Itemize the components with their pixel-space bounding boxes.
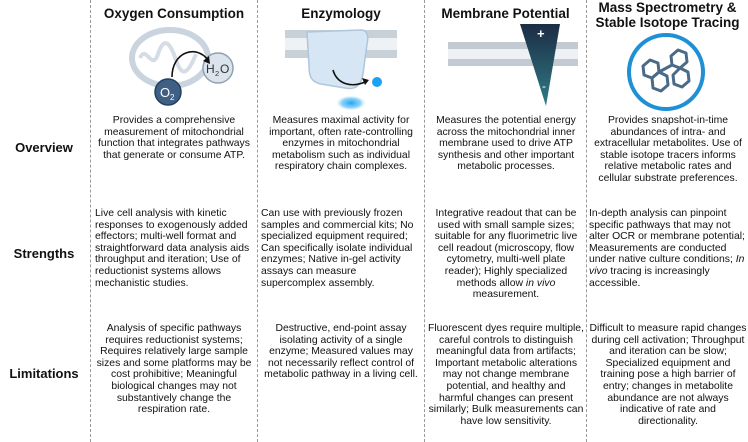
membrane-gradient-icon: + - [448, 24, 578, 106]
column-divider-4 [586, 0, 587, 442]
cell-massspec-strengths: In-depth analysis can pinpoint specific … [589, 208, 747, 289]
cell-membrane-limitations: Fluorescent dyes require multiple, caref… [428, 323, 584, 427]
membrane-strengths-italic: in vivo [525, 277, 556, 289]
plus-sign: + [537, 26, 545, 41]
massspec-strengths-text-a: In-depth analysis can pinpoint specific … [589, 208, 745, 266]
h2o-h: H [206, 62, 215, 76]
mitochondrion-icon: O 2 H 2 O [126, 26, 242, 110]
column-divider-1 [90, 0, 91, 442]
column-title-line-1: Mass Spectrometry & [598, 0, 737, 15]
cell-massspec-limitations: Difficult to measure rapid changes durin… [589, 323, 747, 427]
cell-enzymology-overview: Measures maximal activity for important,… [269, 115, 413, 173]
column-title-enzymology: Enzymology [301, 6, 381, 21]
row-label-overview: Overview [15, 140, 73, 155]
membrane-strengths-text-a: Integrative readout that can be used wit… [434, 208, 578, 289]
column-divider-2 [257, 0, 258, 442]
o2-subscript: 2 [170, 93, 175, 102]
column-title-line-2: Stable Isotope Tracing [595, 15, 740, 30]
o2-label: O [160, 85, 170, 100]
isotope-molecule-icon [617, 32, 715, 112]
row-label-strengths: Strengths [13, 246, 75, 261]
h2o-o: O [220, 62, 229, 76]
h2o-subscript: 2 [215, 69, 219, 78]
cell-membrane-strengths: Integrative readout that can be used wit… [428, 208, 584, 301]
cell-oxygen-limitations: Analysis of specific pathways requires r… [96, 323, 252, 416]
minus-sign: - [542, 79, 546, 93]
enzyme-membrane-icon [285, 26, 397, 112]
column-title-membrane-potential: Membrane Potential [441, 6, 570, 21]
column-title-mass-spectrometry: Mass Spectrometry & Stable Isotope Traci… [587, 0, 748, 30]
column-title-oxygen-consumption: Oxygen Consumption [103, 6, 245, 21]
row-label-limitations: Limitations [9, 366, 79, 381]
membrane-strengths-text-b: measurement. [472, 289, 540, 301]
cell-oxygen-strengths: Live cell analysis with kinetic response… [95, 208, 250, 289]
cell-massspec-overview: Provides snapshot-in-time abundances of … [594, 115, 742, 184]
massspec-strengths-text-b: tracing is increasingly accessible. [589, 265, 710, 289]
cell-membrane-overview: Measures the potential energy across the… [436, 115, 576, 173]
cell-enzymology-limitations: Destructive, end-point assay isolating a… [264, 323, 418, 381]
cell-enzymology-strengths: Can use with previously frozen samples a… [261, 208, 414, 289]
cell-oxygen-overview: Provides a comprehensive measurement of … [98, 115, 250, 161]
column-divider-3 [424, 0, 425, 442]
massspec-strengths-italic: In vivo [589, 254, 745, 277]
